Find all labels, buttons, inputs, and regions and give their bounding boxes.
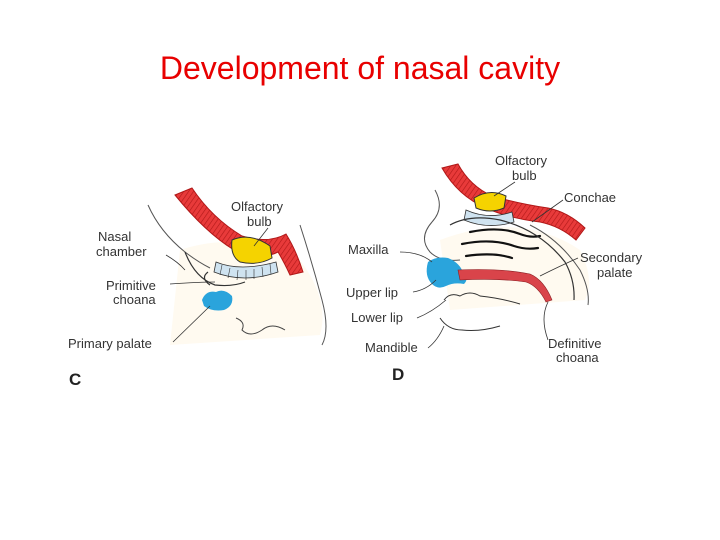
panel-c-nostril-curve	[203, 271, 211, 286]
panel-c-label-nasal-chamber-line1: Nasal	[98, 229, 131, 244]
panel-c-drawing	[147, 187, 327, 346]
panel-d-nasal-cavity-wall	[449, 217, 575, 301]
panel-d-olfactory-bulb	[473, 192, 507, 212]
panel-c-label-primary-palate: Primary palate	[68, 336, 152, 351]
panel-d-tissue-background	[440, 227, 589, 310]
panel-c-label-olfactory-bulb-line1: Olfactory	[231, 199, 284, 214]
panel-c-label-primitive-choana-line1: Primitive	[106, 278, 156, 293]
panel-d-label-definitive-choana-line1: Definitive	[548, 336, 601, 351]
panel-d-label-conchae: Conchae	[564, 190, 616, 205]
page-title: Development of nasal cavity	[159, 50, 561, 86]
panel-d-label-mandible: Mandible	[365, 340, 418, 355]
panel-d-leader-lines	[399, 181, 579, 349]
panel-d-conchae	[460, 228, 542, 260]
panel-c-nasal-chamber-wall	[184, 251, 246, 287]
panel-d-pharynx-outline	[529, 224, 589, 306]
panel-d-lower-lip-outline	[443, 292, 521, 305]
panel-c-brain-outline	[299, 224, 327, 346]
panel-c-mouth-outline	[235, 317, 286, 335]
panel-c-label-primitive-choana-line2: choana	[113, 292, 156, 307]
panel-d-maxilla	[426, 257, 467, 288]
panel-d-mandible-outline	[439, 317, 501, 331]
panel-c-letter: C	[69, 370, 81, 389]
panel-d-label-definitive-choana-line2: choana	[556, 350, 599, 365]
panel-d-drawing	[399, 163, 589, 349]
panel-d-label-olfactory-bulb-line2: bulb	[512, 168, 537, 183]
panel-c-primary-palate	[202, 290, 233, 311]
panel-d-label-maxilla: Maxilla	[348, 242, 389, 257]
panel-d-label-secondary-palate-line2: palate	[597, 265, 632, 280]
panel-d-label-upper-lip: Upper lip	[346, 285, 398, 300]
panel-d-secondary-palate	[457, 269, 553, 303]
panel-c-label-olfactory-bulb-line2: bulb	[247, 214, 272, 229]
panel-c-label-nasal-chamber-line2: chamber	[96, 244, 147, 259]
panel-c-olfactory-bulb	[231, 236, 273, 264]
panel-c-cribriform-mesh	[213, 261, 279, 279]
panel-d-label-secondary-palate-line1: Secondary	[580, 250, 643, 265]
panel-d-letter: D	[392, 365, 404, 384]
panel-c-leader-lines	[165, 227, 269, 343]
panel-d-label-lower-lip: Lower lip	[351, 310, 403, 325]
panel-d-label-olfactory-bulb-line1: Olfactory	[495, 153, 548, 168]
panel-c-tissue-background	[170, 242, 323, 345]
panel-c-mesh-lines	[219, 263, 272, 281]
